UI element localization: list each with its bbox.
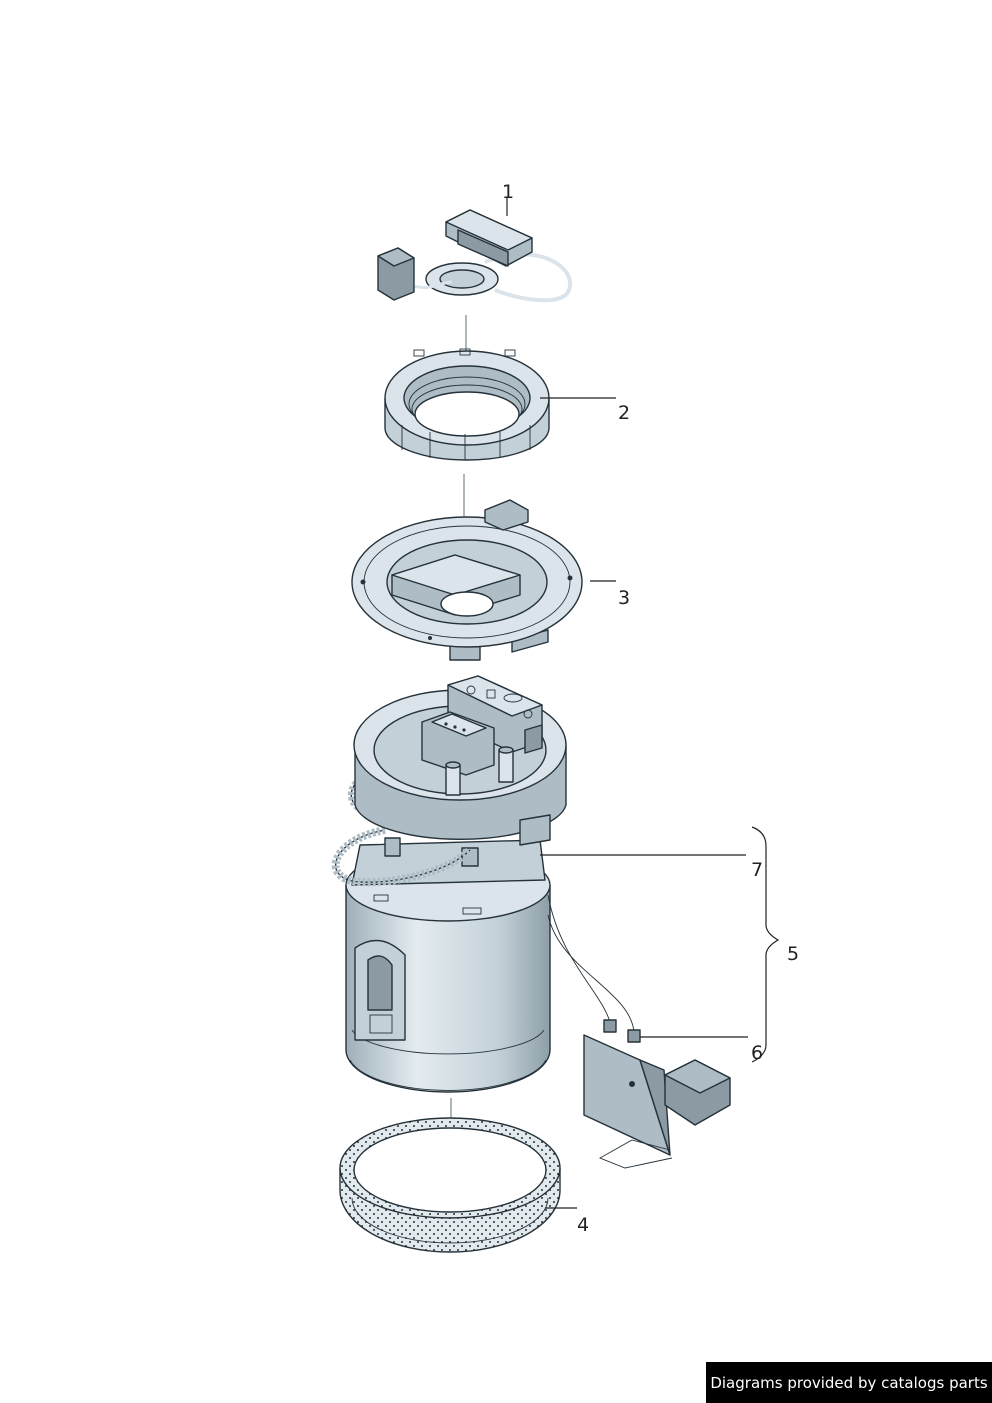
part-5-fuel-pump-module xyxy=(331,675,567,1093)
callout-2[interactable]: 2 xyxy=(618,402,630,424)
part-7-pump-housing xyxy=(345,837,551,1093)
part-6-fuel-level-sender xyxy=(547,894,731,1169)
callout-1[interactable]: 1 xyxy=(502,181,514,203)
part-2-lock-ring xyxy=(384,348,550,461)
callout-5[interactable]: 5 xyxy=(787,943,799,965)
callout-4[interactable]: 4 xyxy=(577,1214,589,1236)
connector-small-icon xyxy=(377,247,415,301)
part-1-wiring-harness xyxy=(377,209,572,303)
callout-7[interactable]: 7 xyxy=(751,859,763,881)
callout-leader-lines xyxy=(506,198,780,1209)
credit-banner: Diagrams provided by catalogs parts xyxy=(706,1362,992,1403)
callout-labels: 1 2 3 4 5 6 7 xyxy=(502,181,799,1236)
part-4-seal-ring xyxy=(339,1117,561,1253)
callout-3[interactable]: 3 xyxy=(618,587,630,609)
credit-text: Diagrams provided by catalogs parts xyxy=(710,1373,988,1392)
part-3-flange-plate xyxy=(351,499,583,661)
connector-large-icon xyxy=(445,209,533,267)
callout-6[interactable]: 6 xyxy=(751,1042,763,1064)
